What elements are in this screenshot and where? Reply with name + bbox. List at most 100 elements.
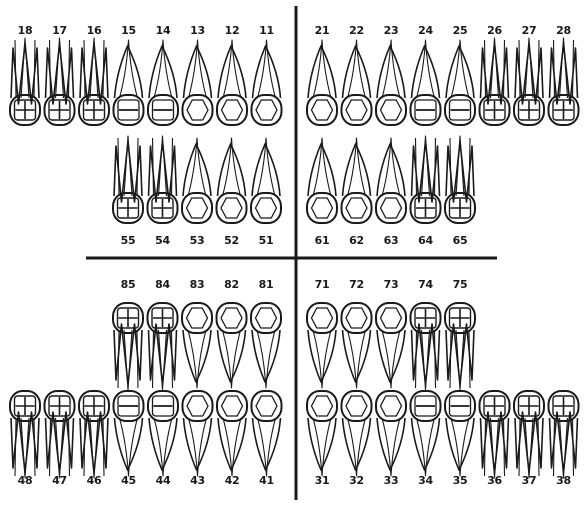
tooth-number-71: 71 bbox=[307, 278, 337, 291]
tooth-number-38: 38 bbox=[549, 474, 579, 487]
tooth-number-22: 22 bbox=[342, 24, 372, 37]
tooth-number-16: 16 bbox=[79, 24, 109, 37]
tooth-number-61: 61 bbox=[307, 234, 337, 247]
tooth-74 bbox=[411, 303, 441, 390]
tooth-45 bbox=[114, 391, 144, 476]
tooth-number-24: 24 bbox=[411, 24, 441, 37]
tooth-46 bbox=[79, 391, 109, 478]
tooth-75 bbox=[445, 303, 475, 390]
tooth-42 bbox=[217, 391, 247, 476]
tooth-number-45: 45 bbox=[114, 474, 144, 487]
tooth-54 bbox=[148, 136, 178, 223]
tooth-43 bbox=[183, 391, 213, 476]
tooth-28 bbox=[549, 38, 579, 125]
tooth-number-48: 48 bbox=[10, 474, 40, 487]
tooth-number-33: 33 bbox=[376, 474, 406, 487]
tooth-number-42: 42 bbox=[217, 474, 247, 487]
tooth-22 bbox=[342, 40, 372, 125]
tooth-61 bbox=[307, 138, 337, 223]
tooth-number-27: 27 bbox=[514, 24, 544, 37]
tooth-number-25: 25 bbox=[445, 24, 475, 37]
tooth-number-37: 37 bbox=[514, 474, 544, 487]
tooth-number-63: 63 bbox=[376, 234, 406, 247]
tooth-number-44: 44 bbox=[148, 474, 178, 487]
tooth-number-32: 32 bbox=[342, 474, 372, 487]
tooth-63 bbox=[376, 138, 406, 223]
tooth-35 bbox=[445, 391, 475, 476]
tooth-72 bbox=[342, 303, 372, 388]
tooth-81 bbox=[251, 303, 281, 388]
tooth-number-62: 62 bbox=[342, 234, 372, 247]
tooth-48 bbox=[10, 391, 40, 478]
tooth-number-55: 55 bbox=[113, 234, 143, 247]
tooth-15 bbox=[114, 40, 144, 125]
tooth-number-46: 46 bbox=[79, 474, 109, 487]
tooth-17 bbox=[45, 38, 75, 125]
tooth-number-72: 72 bbox=[342, 278, 372, 291]
tooth-number-21: 21 bbox=[307, 24, 337, 37]
tooth-85 bbox=[113, 303, 143, 390]
tooth-52 bbox=[217, 138, 247, 223]
tooth-55 bbox=[113, 136, 143, 223]
tooth-number-47: 47 bbox=[45, 474, 75, 487]
tooth-53 bbox=[182, 138, 212, 223]
tooth-number-23: 23 bbox=[376, 24, 406, 37]
tooth-number-73: 73 bbox=[376, 278, 406, 291]
tooth-number-26: 26 bbox=[480, 24, 510, 37]
tooth-number-65: 65 bbox=[445, 234, 475, 247]
tooth-73 bbox=[376, 303, 406, 388]
tooth-27 bbox=[514, 38, 544, 125]
tooth-number-74: 74 bbox=[411, 278, 441, 291]
tooth-number-83: 83 bbox=[182, 278, 212, 291]
tooth-number-17: 17 bbox=[45, 24, 75, 37]
tooth-number-81: 81 bbox=[251, 278, 281, 291]
tooth-13 bbox=[183, 40, 213, 125]
tooth-number-64: 64 bbox=[411, 234, 441, 247]
tooth-23 bbox=[376, 40, 406, 125]
tooth-number-35: 35 bbox=[445, 474, 475, 487]
tooth-number-82: 82 bbox=[217, 278, 247, 291]
tooth-number-52: 52 bbox=[217, 234, 247, 247]
tooth-number-13: 13 bbox=[183, 24, 213, 37]
tooth-number-18: 18 bbox=[10, 24, 40, 37]
tooth-number-51: 51 bbox=[251, 234, 281, 247]
tooth-number-12: 12 bbox=[217, 24, 247, 37]
tooth-18 bbox=[10, 38, 40, 125]
tooth-number-14: 14 bbox=[148, 24, 178, 37]
tooth-number-84: 84 bbox=[148, 278, 178, 291]
tooth-37 bbox=[514, 391, 544, 478]
tooth-number-31: 31 bbox=[307, 474, 337, 487]
tooth-number-53: 53 bbox=[182, 234, 212, 247]
tooth-number-41: 41 bbox=[252, 474, 282, 487]
tooth-84 bbox=[148, 303, 178, 390]
tooth-number-43: 43 bbox=[183, 474, 213, 487]
tooth-38 bbox=[549, 391, 579, 478]
tooth-number-75: 75 bbox=[445, 278, 475, 291]
tooth-34 bbox=[411, 391, 441, 476]
tooth-44 bbox=[148, 391, 178, 476]
tooth-number-11: 11 bbox=[252, 24, 282, 37]
tooth-65 bbox=[445, 136, 475, 223]
tooth-36 bbox=[480, 391, 510, 478]
tooth-82 bbox=[217, 303, 247, 388]
tooth-number-85: 85 bbox=[113, 278, 143, 291]
tooth-25 bbox=[445, 40, 475, 125]
tooth-47 bbox=[45, 391, 75, 478]
tooth-51 bbox=[251, 138, 281, 223]
tooth-26 bbox=[480, 38, 510, 125]
tooth-33 bbox=[376, 391, 406, 476]
tooth-83 bbox=[182, 303, 212, 388]
tooth-number-36: 36 bbox=[480, 474, 510, 487]
tooth-71 bbox=[307, 303, 337, 388]
tooth-number-54: 54 bbox=[148, 234, 178, 247]
tooth-41 bbox=[252, 391, 282, 476]
tooth-32 bbox=[342, 391, 372, 476]
tooth-number-15: 15 bbox=[114, 24, 144, 37]
tooth-11 bbox=[252, 40, 282, 125]
tooth-16 bbox=[79, 38, 109, 125]
tooth-62 bbox=[342, 138, 372, 223]
tooth-64 bbox=[411, 136, 441, 223]
tooth-24 bbox=[411, 40, 441, 125]
